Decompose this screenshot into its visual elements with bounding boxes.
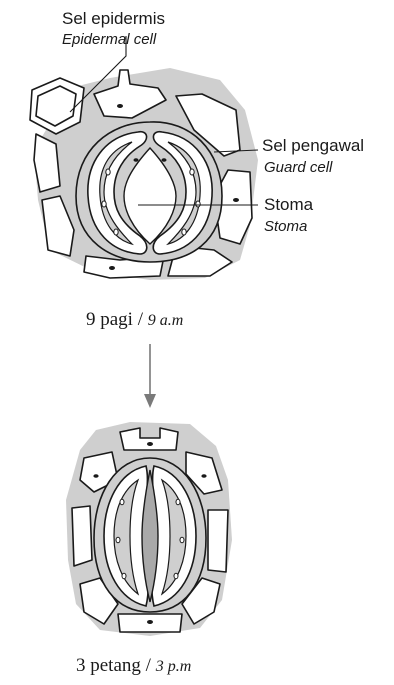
- label-guard-ms: Sel pengawal: [262, 137, 364, 154]
- label-stoma-ms: Stoma: [264, 196, 313, 213]
- epidermal-cell-closed-right: [208, 510, 228, 572]
- label-epidermal-ms: Sel epidermis: [62, 10, 165, 27]
- caption-afternoon: 3 petang / 3 p.m: [76, 656, 191, 675]
- caption-afternoon-ms: 3 petang: [76, 655, 141, 676]
- label-guard-en: Guard cell: [264, 160, 332, 175]
- caption-separator-2: /: [146, 655, 151, 676]
- caption-morning: 9 pagi / 9 a.m: [86, 310, 183, 329]
- open-stoma-figure: [30, 36, 258, 280]
- label-epidermal-en: Epidermal cell: [62, 32, 156, 47]
- caption-morning-ms: 9 pagi: [86, 309, 133, 330]
- caption-separator-1: /: [138, 309, 143, 330]
- time-arrow: [144, 344, 156, 408]
- label-stoma-en: Stoma: [264, 219, 307, 234]
- caption-morning-en: 9 a.m: [148, 312, 184, 329]
- caption-afternoon-en: 3 p.m: [156, 658, 192, 675]
- closed-stoma-figure: [66, 422, 232, 636]
- epidermal-cell-closed-left: [72, 506, 92, 566]
